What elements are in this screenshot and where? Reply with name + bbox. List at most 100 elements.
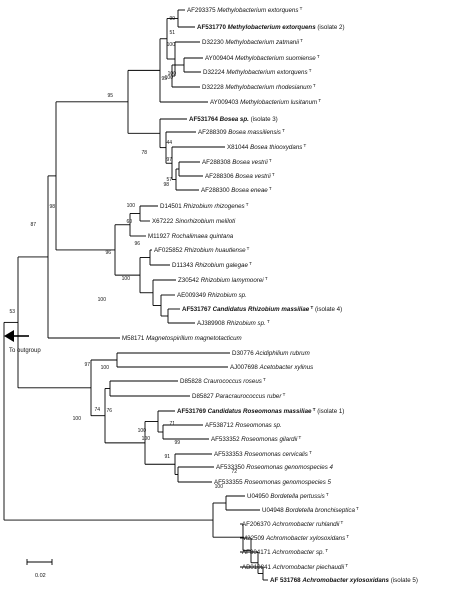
- isolate-note: (isolate 4): [313, 306, 342, 313]
- bootstrap-value: 76: [106, 408, 112, 414]
- taxon-label: AF531767 Candidatus Rhizobium massiliae …: [182, 305, 342, 314]
- taxon-label: U04950 Bordetella pertussis T: [247, 492, 329, 501]
- species-name: Rhizobium lamymoorei: [201, 277, 265, 284]
- bootstrap-value: 51: [169, 30, 175, 36]
- species-name: Bosea vestrii: [232, 159, 268, 166]
- taxon-label: AY009404 Methylobacterium suomiense T: [205, 54, 320, 63]
- species-name: Rhizobium huautlense: [184, 247, 246, 254]
- bootstrap-value: 44: [166, 140, 172, 146]
- species-name: Roseomonas cervicalis: [244, 451, 308, 458]
- accession-number: D11343: [172, 262, 195, 269]
- taxon-label: AF533353 Roseomonas cervicalis T: [214, 450, 312, 459]
- taxon-label: M58171 Magnetospirillum magnetotacticum: [122, 335, 242, 342]
- species-name: Methylobacterium rhodesianum: [225, 84, 311, 91]
- species-name: Methylobacterium zatmanii: [225, 39, 299, 46]
- type-strain-mark: T: [311, 407, 315, 412]
- accession-number: D32230: [202, 39, 225, 46]
- type-strain-mark: T: [324, 548, 328, 553]
- accession-number: AF533353: [214, 451, 244, 458]
- accession-number: AE009349: [177, 292, 208, 299]
- bootstrap-value: 100: [98, 297, 107, 303]
- accession-number: AF 531768: [270, 577, 302, 584]
- taxon-label: AF538712 Roseomonas sp.: [205, 422, 282, 429]
- species-name: Bosea eneae: [231, 187, 268, 194]
- accession-number: D85828: [180, 378, 203, 385]
- type-strain-mark: T: [302, 143, 306, 148]
- type-strain-mark: T: [308, 450, 312, 455]
- isolate-note: (isolate 5): [389, 577, 418, 584]
- type-strain-mark: T: [325, 492, 329, 497]
- taxon-label: M11927 Rochalimaea quintana: [148, 233, 234, 240]
- species-name: Acidiphilium rubrum: [254, 350, 309, 357]
- species-name: Methylobacterium extorquens: [226, 69, 307, 76]
- type-strain-mark: T: [316, 54, 320, 59]
- species-name: Methylobacterium extorquens: [228, 24, 317, 31]
- accession-number: AF293375: [187, 7, 217, 14]
- taxon-label: D85827 Paracraurococcus ruber T: [192, 392, 286, 401]
- type-strain-mark: T: [298, 6, 302, 11]
- species-name: Achromobacter piechaudii: [272, 564, 345, 571]
- species-name: Magnetospirillum magnetotacticum: [146, 335, 242, 342]
- taxon-label: D14501 Rhizobium rhizogenes T: [160, 202, 249, 211]
- species-name: Methylobacterium extorquens: [217, 7, 298, 14]
- accession-number: D30776: [232, 350, 255, 357]
- accession-number: AB010841: [242, 564, 273, 571]
- bootstrap-value: 72: [231, 469, 237, 475]
- taxon-label: D30776 Acidiphilium rubrum: [232, 350, 310, 357]
- taxon-label: AF533355 Roseomonas genomospecies 5: [214, 479, 332, 486]
- type-strain-mark: T: [344, 563, 348, 568]
- accession-number: AF304171: [242, 549, 272, 556]
- accession-number: AF206370: [242, 521, 272, 528]
- taxon-label: AJ007698 Acetobacter xylinus: [230, 364, 313, 371]
- taxon-label: AF288306 Bosea vestrii T: [205, 172, 275, 181]
- accession-number: AF533350: [216, 464, 246, 471]
- taxon-label: AF293375 Methylobacterium extorquens T: [187, 6, 303, 15]
- species-name: Candidatus Roseomonas massiliae: [208, 408, 312, 415]
- type-strain-mark: T: [355, 506, 359, 511]
- accession-number: D85827: [192, 393, 215, 400]
- bootstrap-value: 100: [165, 75, 174, 81]
- taxon-label: AY009403 Methylobacterium lusitanum T: [210, 98, 321, 107]
- accession-number: M58171: [122, 335, 146, 342]
- type-strain-mark: T: [312, 83, 316, 88]
- species-name: Achromobacter xylosoxidans: [265, 535, 345, 542]
- species-name: Bosea massiliensis: [228, 129, 281, 136]
- bootstrap-value: 100: [167, 42, 176, 48]
- taxon-labels: AF293375 Methylobacterium extorquens TAF…: [122, 6, 418, 585]
- bootstrap-value: 74: [94, 407, 100, 413]
- type-strain-mark: T: [309, 305, 313, 310]
- taxon-label: AF288308 Bosea vestrii T: [202, 158, 272, 167]
- species-name: Candidatus Rhizobium massiliae: [213, 306, 310, 313]
- accession-number: AF531770: [197, 24, 228, 31]
- accession-number: X81044: [227, 144, 250, 151]
- accession-number: M11927: [148, 233, 172, 240]
- accession-number: AY009403: [210, 99, 240, 106]
- taxon-label: AB010841 Achromobacter piechaudii T: [242, 563, 348, 572]
- taxon-label: D32230 Methylobacterium zatmanii T: [202, 38, 303, 47]
- accession-number: AF025852: [154, 247, 184, 254]
- species-name: Acetobacter xylinus: [259, 364, 314, 371]
- tree-branches: [3, 9, 268, 581]
- bootstrap-value: 97: [166, 157, 172, 163]
- taxon-label: AF531770 Methylobacterium extorquens (is…: [197, 24, 345, 31]
- accession-number: AJ389908: [197, 320, 227, 327]
- bootstrap-value: 87: [30, 222, 36, 228]
- bootstrap-value: 60: [126, 219, 132, 225]
- type-strain-mark: T: [297, 435, 301, 440]
- scale-bar: [26, 559, 53, 565]
- accession-number: D14501: [160, 203, 183, 210]
- type-strain-mark: T: [345, 534, 349, 539]
- bootstrap-value: 98: [163, 182, 169, 188]
- type-strain-mark: T: [262, 377, 266, 382]
- species-name: Paracraurococcus ruber: [215, 393, 282, 400]
- type-strain-mark: T: [268, 186, 272, 191]
- bootstrap-value: 98: [49, 204, 55, 210]
- accession-number: AY009404: [205, 55, 235, 62]
- bootstrap-value: 97: [84, 362, 90, 368]
- accession-number: AF531769: [177, 408, 208, 415]
- accession-number: AF288300: [201, 187, 231, 194]
- isolate-note: (isolate 2): [316, 24, 345, 31]
- accession-number: AF531767: [182, 306, 213, 313]
- bootstrap-value: 96: [105, 250, 111, 256]
- taxon-label: Z30542 Rhizobium lamymoorei T: [178, 276, 268, 285]
